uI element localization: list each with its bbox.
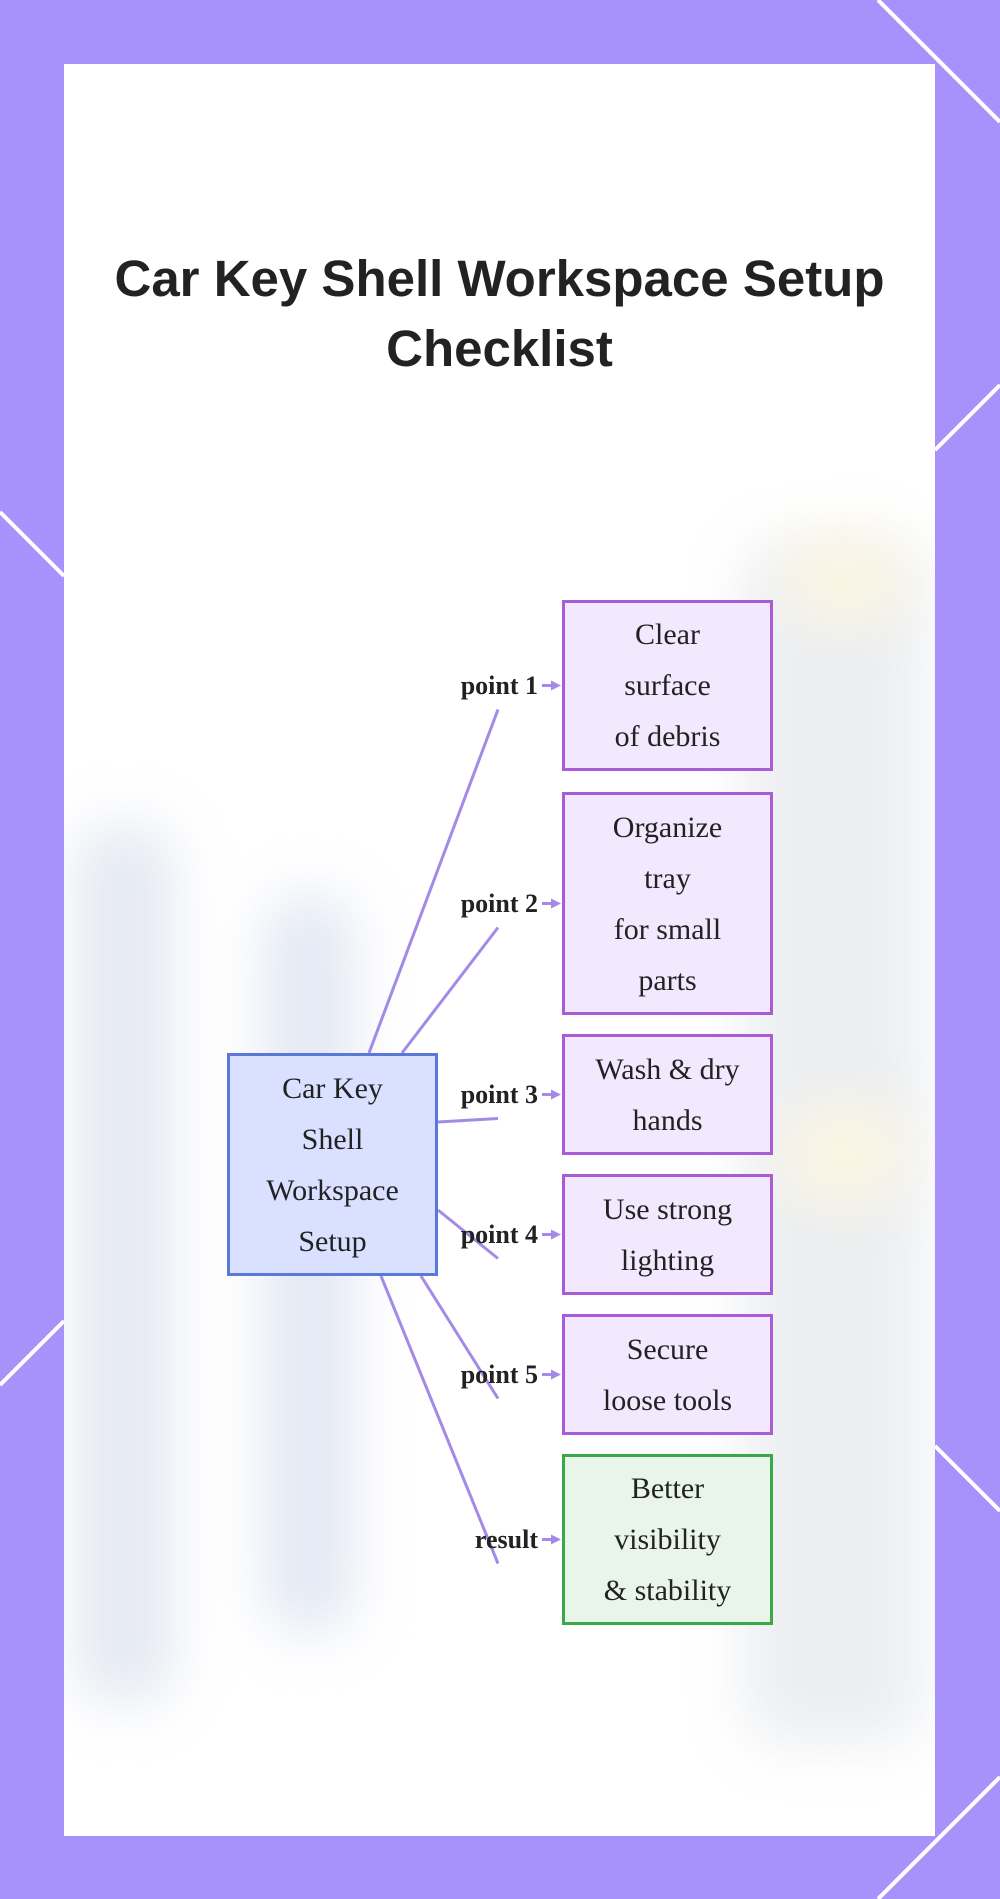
background-blur: [784, 1104, 904, 1204]
edge-arrowhead: [551, 1369, 561, 1380]
root-node-line: Car Key: [282, 1071, 383, 1105]
edge-arrowhead: [551, 680, 561, 691]
root-node-line: Setup: [298, 1224, 367, 1258]
step-node-line: for small: [613, 912, 722, 946]
background-blur: [74, 824, 174, 1704]
edge-line: [437, 1117, 499, 1124]
root-node-line: Shell: [301, 1122, 364, 1156]
edge-line: [379, 1275, 500, 1565]
step-node-line: of debris: [614, 720, 721, 753]
content-card: Car Key Shell Workspace Setup Checklist …: [64, 64, 935, 1836]
edge-label: point 4: [460, 1219, 538, 1249]
edge-line: [400, 926, 500, 1054]
step-node-line: parts: [638, 963, 697, 997]
edge-label: point 2: [460, 888, 538, 918]
edge-arrowhead: [551, 1089, 561, 1100]
step-node-line: lighting: [620, 1243, 715, 1277]
step-node-line: loose tools: [602, 1383, 733, 1417]
edge-label: point 1: [460, 670, 538, 700]
frame-stripe: [0, 510, 66, 578]
step-node-line: tray: [644, 861, 691, 895]
step-node-line: surface: [624, 669, 711, 702]
diagram-title: Car Key Shell Workspace Setup Checklist: [114, 250, 885, 377]
result-node-line: visibility: [614, 1523, 721, 1556]
result-node: Better visibility & stability: [562, 1454, 773, 1625]
edge-line: [367, 708, 500, 1054]
step-node-line: Use strong: [602, 1192, 733, 1226]
step-node: Use strong lighting: [562, 1174, 773, 1295]
edge-arrowhead: [551, 1534, 561, 1545]
frame-stripe: [0, 1319, 66, 1387]
step-node: Wash & dry hands: [562, 1034, 773, 1155]
frame-stripe: [933, 1444, 1000, 1513]
edge-arrowhead: [551, 1229, 561, 1240]
step-node-line: Organize: [612, 810, 723, 844]
frame-stripe: [876, 0, 1000, 124]
step-node-line: Clear: [635, 618, 700, 651]
edge-label: point 3: [460, 1079, 538, 1109]
edge-label: point 5: [460, 1359, 538, 1389]
edge-arrowhead: [551, 898, 561, 909]
step-node: Organize tray for small parts: [562, 792, 773, 1015]
result-node-line: & stability: [603, 1574, 732, 1607]
step-node: Secure loose tools: [562, 1314, 773, 1435]
background-blur: [784, 534, 904, 624]
edge-line: [419, 1275, 500, 1400]
step-node-line: Secure: [626, 1332, 709, 1366]
frame-stripe: [876, 1775, 1000, 1899]
result-node-line: Better: [630, 1472, 705, 1505]
step-node-line: Wash & dry: [595, 1052, 740, 1086]
step-node-line: hands: [632, 1103, 703, 1137]
root-node-line: Workspace: [266, 1173, 399, 1207]
diagram-edges: [367, 680, 561, 1565]
step-node: Clear surface of debris: [562, 600, 773, 771]
edge-label: result: [474, 1524, 538, 1554]
edge-line: [437, 1208, 499, 1260]
frame-stripe: [933, 383, 1000, 452]
